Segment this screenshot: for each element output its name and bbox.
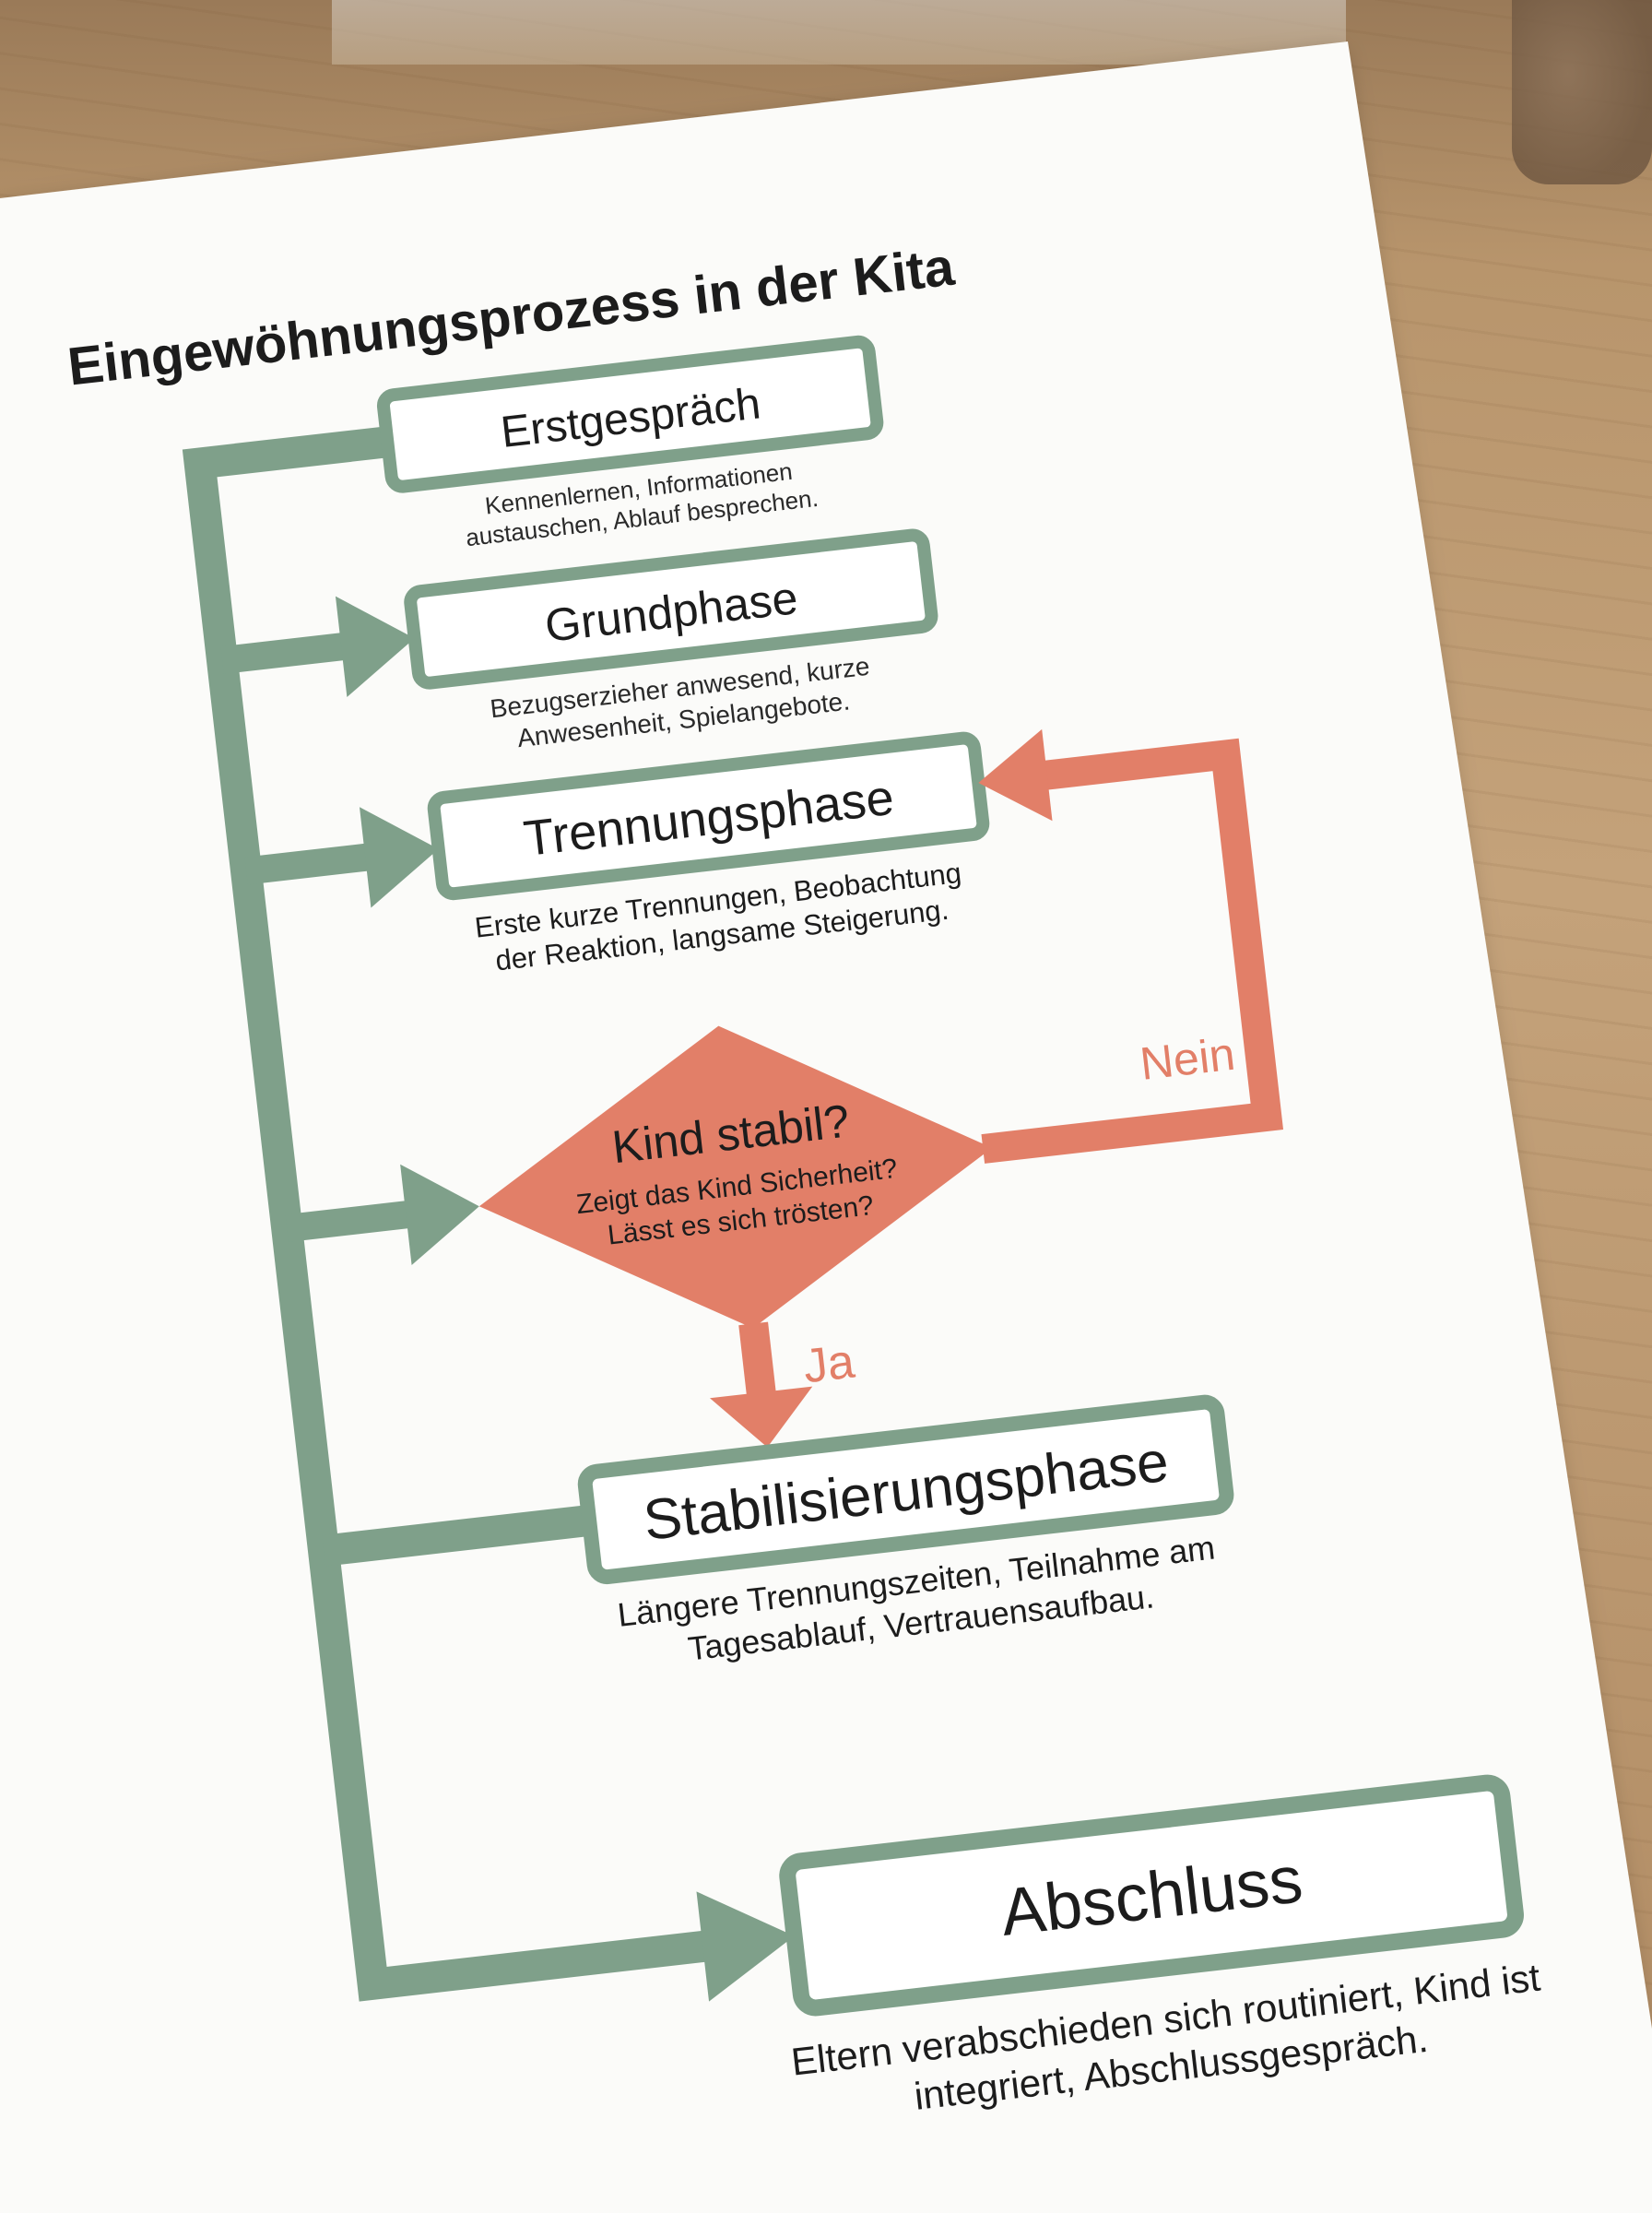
yes-arrow-head: [709, 1386, 813, 1448]
step-box-trennungsphase: [427, 731, 990, 901]
branch-arrow-abschluss: [696, 1891, 795, 2002]
decision-diamond: [478, 1025, 993, 1329]
step-box-stabilisierungsphase: [577, 1394, 1234, 1585]
branch-arrow-trennungsphase: [244, 807, 439, 908]
yes-label: Ja: [801, 1335, 857, 1394]
no-label: Nein: [1138, 1028, 1238, 1090]
background-object: [1512, 0, 1652, 184]
branch-connector-stabilisierung: [322, 1503, 601, 1567]
yes-arrow-shaft: [738, 1321, 777, 1403]
branch-arrow-grundphase: [220, 596, 415, 697]
background-object: [332, 0, 1346, 65]
step-box-erstgespraech: [376, 335, 884, 493]
branch-arrow-decision: [285, 1164, 479, 1265]
step-box-grundphase: [404, 528, 938, 690]
step-box-abschluss: [779, 1774, 1524, 2017]
no-loop-path: [981, 738, 1284, 1164]
no-loop-arrowhead: [978, 728, 1053, 822]
